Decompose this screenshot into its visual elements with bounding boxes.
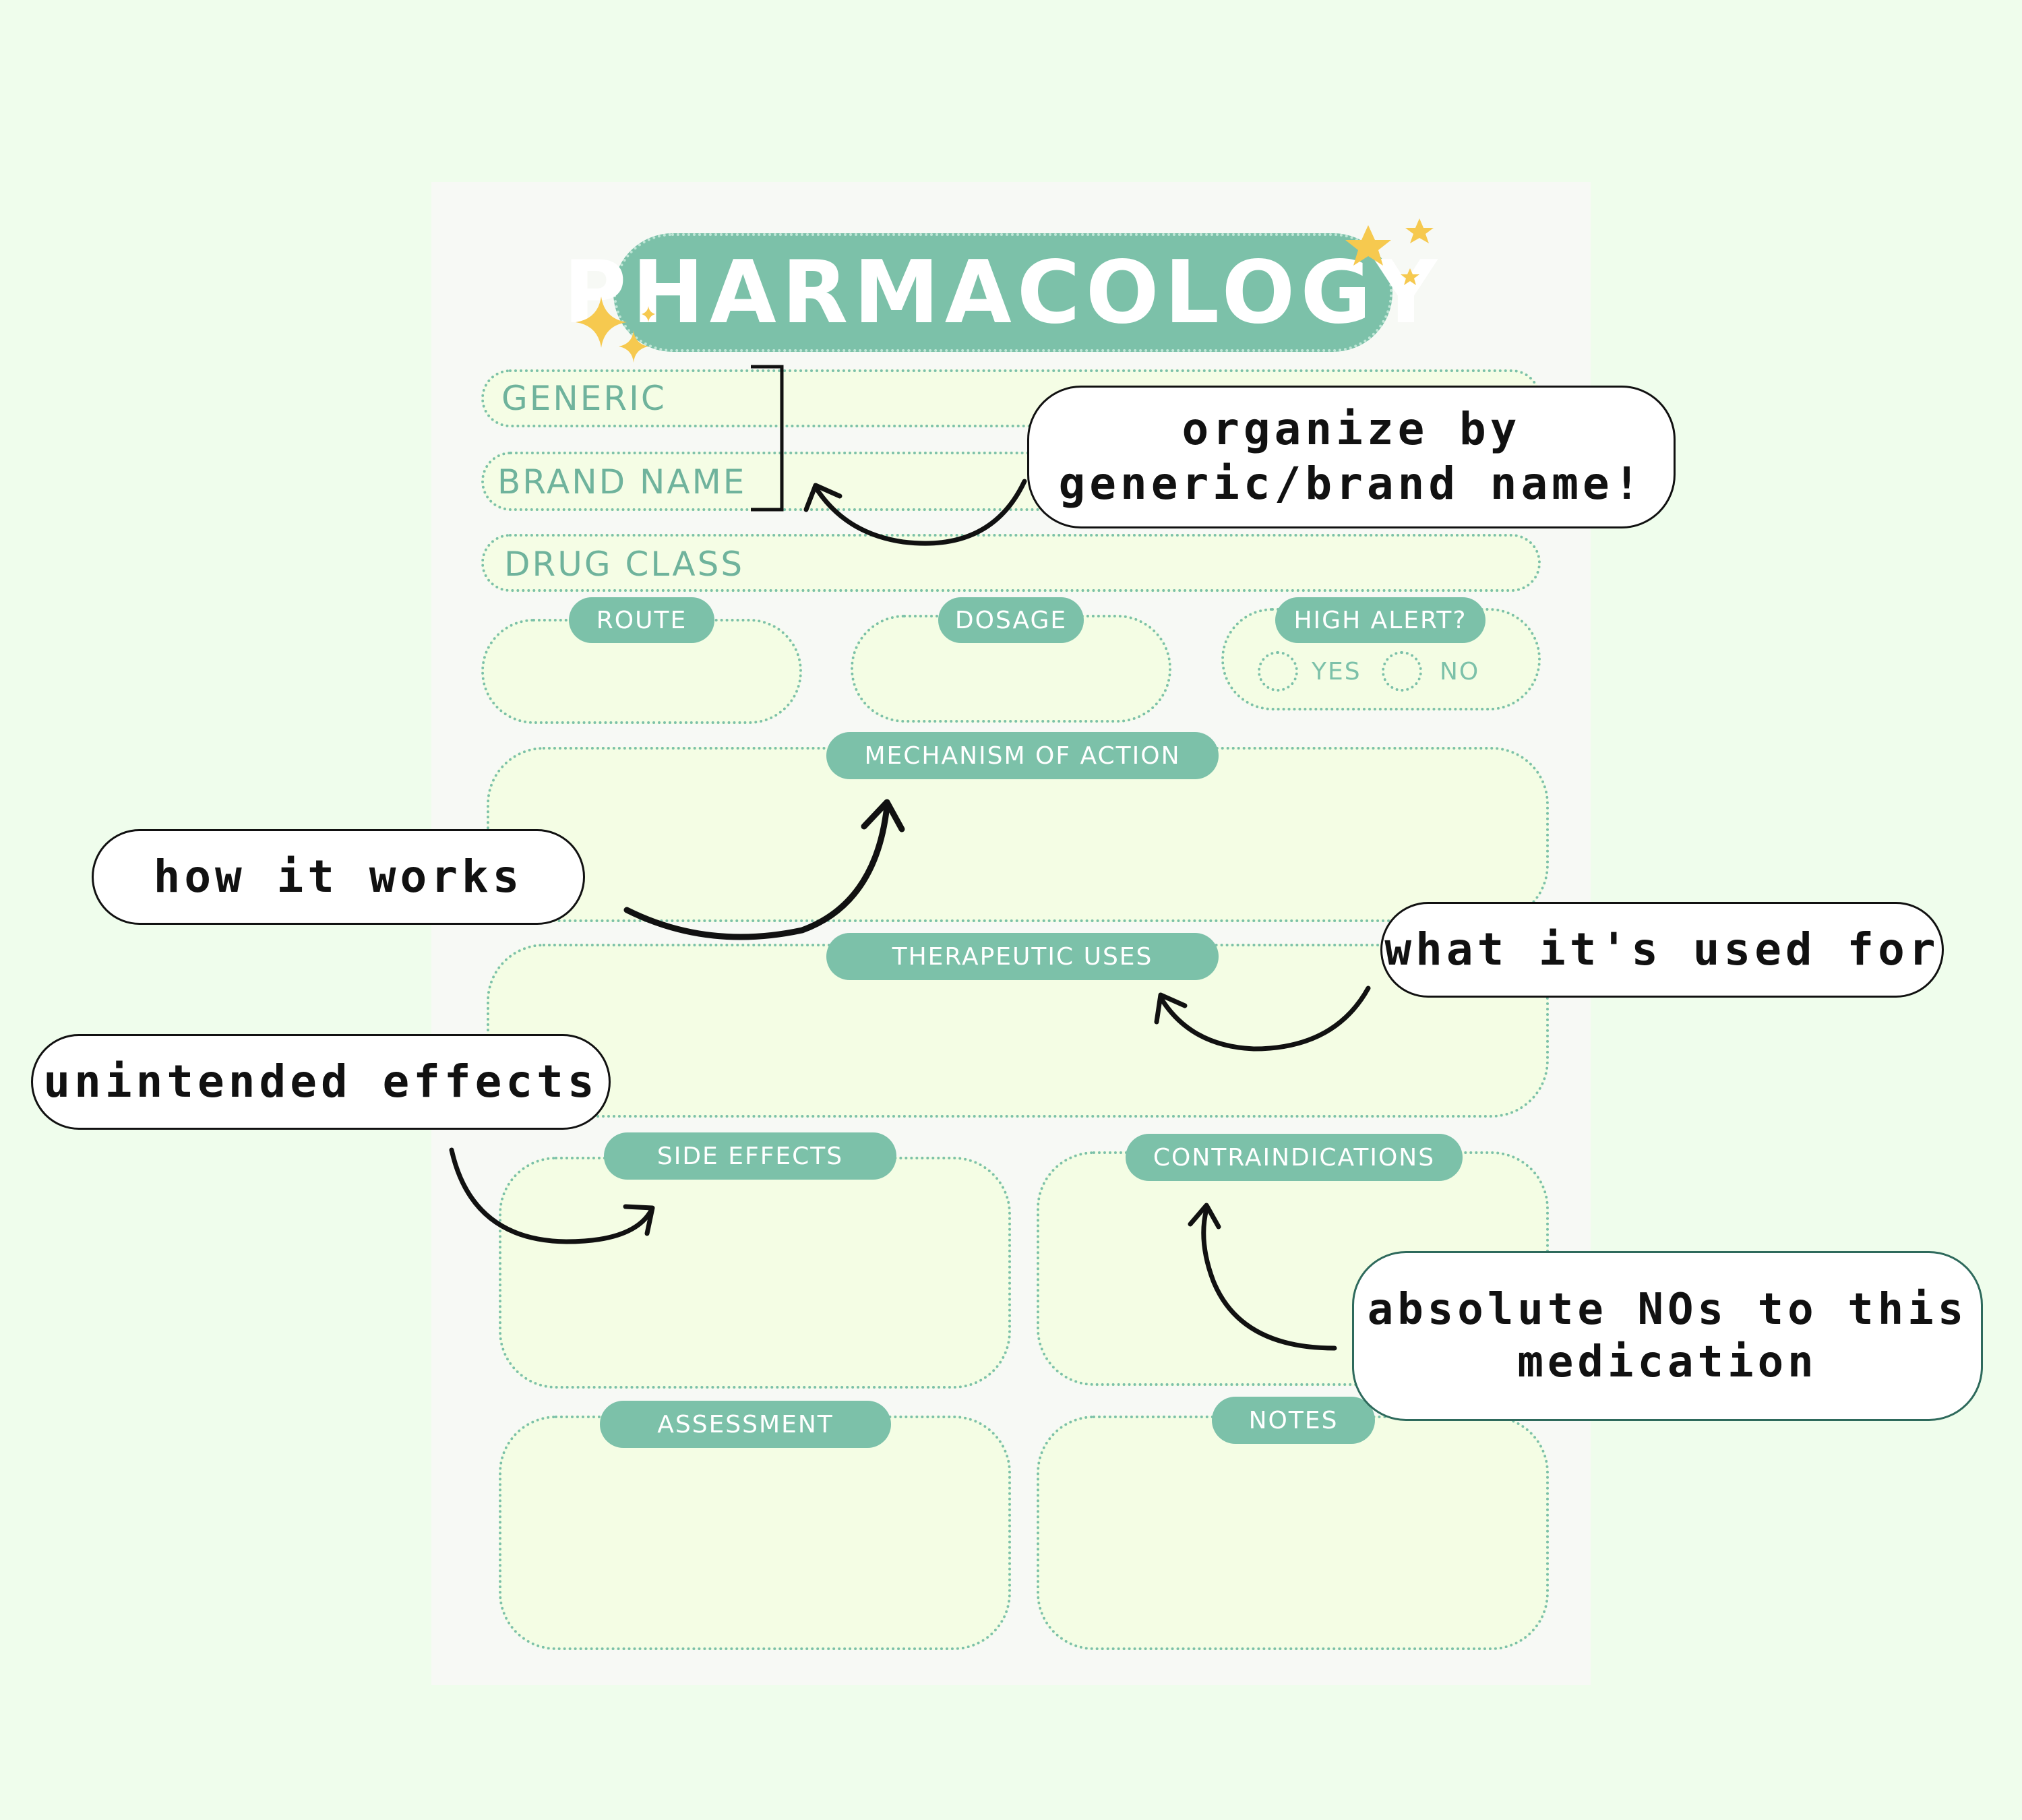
- curved-arrow-icon: [814, 479, 1027, 546]
- brand-name-field[interactable]: [481, 452, 1088, 511]
- generic-label: GENERIC: [501, 379, 667, 418]
- route-tab: ROUTE: [569, 597, 714, 643]
- sparkle-icon: [576, 297, 627, 348]
- high-alert-tab: HIGH ALERT?: [1275, 597, 1485, 643]
- sparkle-icon: [619, 330, 648, 363]
- high-alert-yes-label: YES: [1312, 658, 1361, 686]
- assessment-box[interactable]: [499, 1416, 1011, 1650]
- page-title: PHARMACOLOGY: [563, 242, 1443, 343]
- dosage-tab: DOSAGE: [938, 597, 1084, 643]
- curved-arrow-icon: [623, 803, 890, 940]
- callout-used-for: what it's used for: [1380, 902, 1944, 998]
- side-effects-tab: SIDE EFFECTS: [604, 1132, 896, 1180]
- mechanism-tab: MECHANISM OF ACTION: [826, 732, 1219, 779]
- sparkle-icon: [642, 306, 655, 322]
- star-icon: [1401, 268, 1419, 285]
- star-icon: [1345, 225, 1391, 266]
- brand-name-label: BRAND NAME: [497, 462, 747, 502]
- assessment-tab: ASSESSMENT: [600, 1401, 891, 1448]
- callout-unintended-effects: unintended effects: [31, 1034, 611, 1130]
- callout-organize: organize by generic/brand name!: [1027, 386, 1676, 528]
- high-alert-no-label: NO: [1440, 658, 1480, 686]
- star-icon: [1405, 218, 1434, 243]
- curved-arrow-icon: [449, 1147, 654, 1244]
- therapeutic-uses-tab: THERAPEUTIC USES: [826, 933, 1219, 980]
- bracket-icon: [751, 365, 784, 512]
- high-alert-yes-radio[interactable]: [1258, 651, 1298, 692]
- high-alert-no-radio[interactable]: [1382, 651, 1422, 692]
- drug-class-label: DRUG CLASS: [504, 545, 745, 584]
- title-banner: PHARMACOLOGY: [563, 233, 1437, 352]
- callout-absolute-nos: absolute NOs to this medication: [1352, 1251, 1983, 1421]
- side-effects-box[interactable]: [499, 1157, 1011, 1389]
- curved-arrow-icon: [1201, 1207, 1337, 1351]
- callout-how-it-works: how it works: [92, 829, 585, 925]
- notes-tab: NOTES: [1212, 1397, 1375, 1444]
- drug-class-field[interactable]: [481, 534, 1541, 592]
- curved-arrow-icon: [1158, 985, 1371, 1052]
- contraindications-tab: CONTRAINDICATIONS: [1126, 1134, 1463, 1181]
